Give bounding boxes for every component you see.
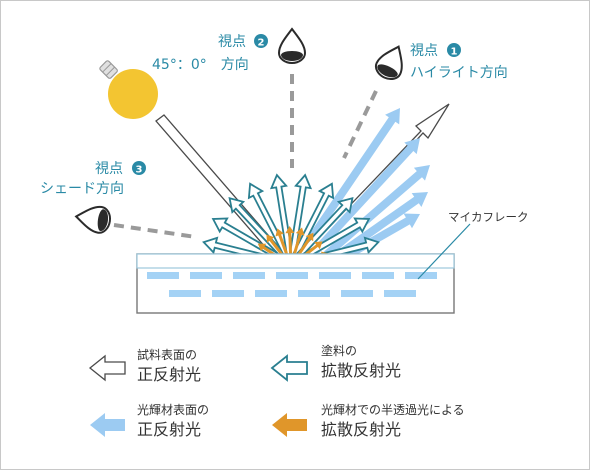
eye-icon: [74, 205, 111, 234]
viewpoint-1-desc: ハイライト方向: [410, 65, 508, 81]
eye-icon: [375, 45, 403, 80]
flake: [319, 272, 351, 279]
viewpoint-2-label: 視点 2 45°：0° 方向: [152, 34, 268, 73]
teal-arrow: [287, 196, 354, 268]
eye-icon: [277, 27, 307, 64]
flake: [298, 290, 330, 297]
viewpoint-2-desc: 45°：0° 方向: [152, 57, 249, 73]
legend-line2: 拡散反射光: [321, 420, 401, 439]
legend-arrow-teal: [270, 354, 308, 382]
legend-line2: 正反射光: [137, 420, 201, 439]
mica-label-leader: [417, 223, 471, 280]
flake: [255, 290, 287, 297]
viewpoint-1-number: 1: [451, 47, 458, 58]
blue-arrow: [323, 165, 430, 258]
legend-line2: 拡散反射光: [321, 361, 401, 380]
legend-item-mica-specular: 光輝材表面の 正反射光: [90, 403, 209, 439]
viewpoint-2-badge: [254, 34, 268, 48]
legend: 試料表面の 正反射光 塗料の 拡散反射光 光輝材表面の 正反射光 光輝材での半透…: [88, 343, 465, 439]
legend-arrow-blue: [90, 413, 125, 437]
flake: [190, 272, 222, 279]
legend-arrow-white: [88, 354, 126, 382]
blue-arrow: [309, 138, 420, 258]
mica-flake-label: マイカフレーク: [448, 210, 529, 224]
viewpoint-3-prefix: 視点: [95, 161, 123, 177]
flake: [341, 290, 373, 297]
viewpoint-1-label: 視点 1 ハイライト方向: [410, 43, 508, 81]
flake: [212, 290, 244, 297]
flake: [147, 272, 179, 279]
viewpoint-3-desc: シェード方向: [40, 181, 124, 197]
flake: [169, 290, 201, 297]
legend-line1: 光輝材での半透過光による: [321, 403, 465, 417]
flake: [384, 290, 416, 297]
view-line-3: [113, 223, 197, 239]
legend-item-sample-specular: 試料表面の 正反射光: [88, 347, 201, 384]
blue-arrow: [335, 192, 428, 259]
legend-item-paint-diffuse: 塗料の 拡散反射光: [270, 343, 401, 382]
viewpoint-3-number: 3: [136, 165, 143, 176]
blue-arrow: [296, 108, 400, 258]
legend-line1: 塗料の: [321, 343, 357, 358]
viewpoint-1-prefix: 視点: [410, 43, 438, 59]
legend-item-translucent-diffuse: 光輝材での半透過光による 拡散反射光: [272, 403, 465, 439]
legend-line2: 正反射光: [137, 365, 201, 384]
viewpoint-3-label: 視点 3 シェード方向: [40, 161, 146, 197]
legend-arrow-orange: [272, 413, 307, 437]
viewpoint-2-number: 2: [258, 38, 265, 49]
viewpoint-2-prefix: 視点: [218, 34, 246, 50]
flake: [362, 272, 394, 279]
viewpoint-3-badge: [132, 161, 146, 175]
coating-layer: [136, 253, 455, 314]
flake: [276, 272, 308, 279]
flake: [233, 272, 265, 279]
view-line-1: [342, 90, 378, 159]
viewpoint-1-badge: [447, 43, 461, 57]
lightbulb-icon: [99, 60, 158, 119]
legend-line1: 試料表面の: [137, 347, 197, 362]
legend-line1: 光輝材表面の: [137, 403, 209, 417]
